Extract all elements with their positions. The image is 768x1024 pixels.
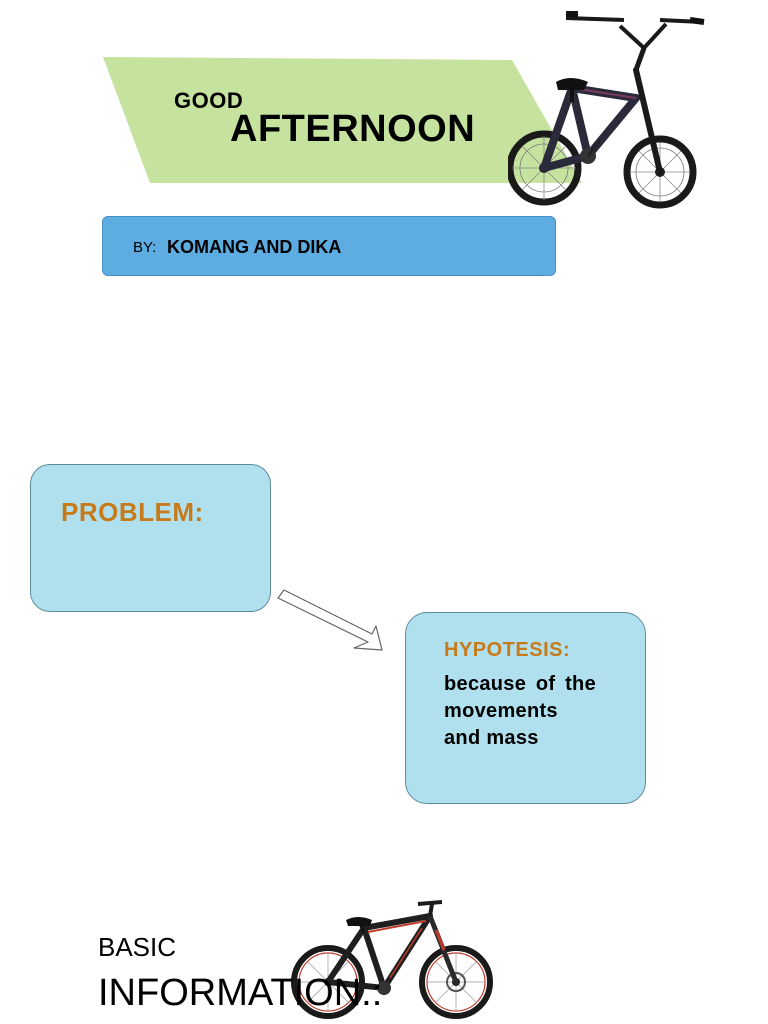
basic-info-line1: BASIC bbox=[98, 932, 177, 962]
bmx-bike-image bbox=[508, 11, 705, 209]
problem-box: PROBLEM: bbox=[30, 464, 271, 612]
arrow-right-down-icon bbox=[277, 589, 383, 651]
hypothesis-text: because of the movements and mass bbox=[444, 673, 596, 749]
byline-box: BY: KOMANG AND DIKA bbox=[102, 216, 556, 276]
hypothesis-box: HYPOTESIS: because of the movements and … bbox=[405, 612, 646, 804]
problem-title: PROBLEM: bbox=[61, 497, 204, 527]
title-afternoon: AFTERNOON bbox=[230, 108, 476, 150]
hypothesis-title: HYPOTESIS: bbox=[444, 639, 571, 661]
basic-info-line2: INFORMATION.: bbox=[98, 972, 383, 1014]
byline-names: KOMANG AND DIKA bbox=[167, 237, 342, 257]
mountain-bike-image bbox=[291, 900, 493, 1019]
byline-label: BY: bbox=[133, 239, 157, 256]
title-good: GOOD bbox=[174, 88, 244, 113]
title-banner bbox=[103, 57, 582, 183]
